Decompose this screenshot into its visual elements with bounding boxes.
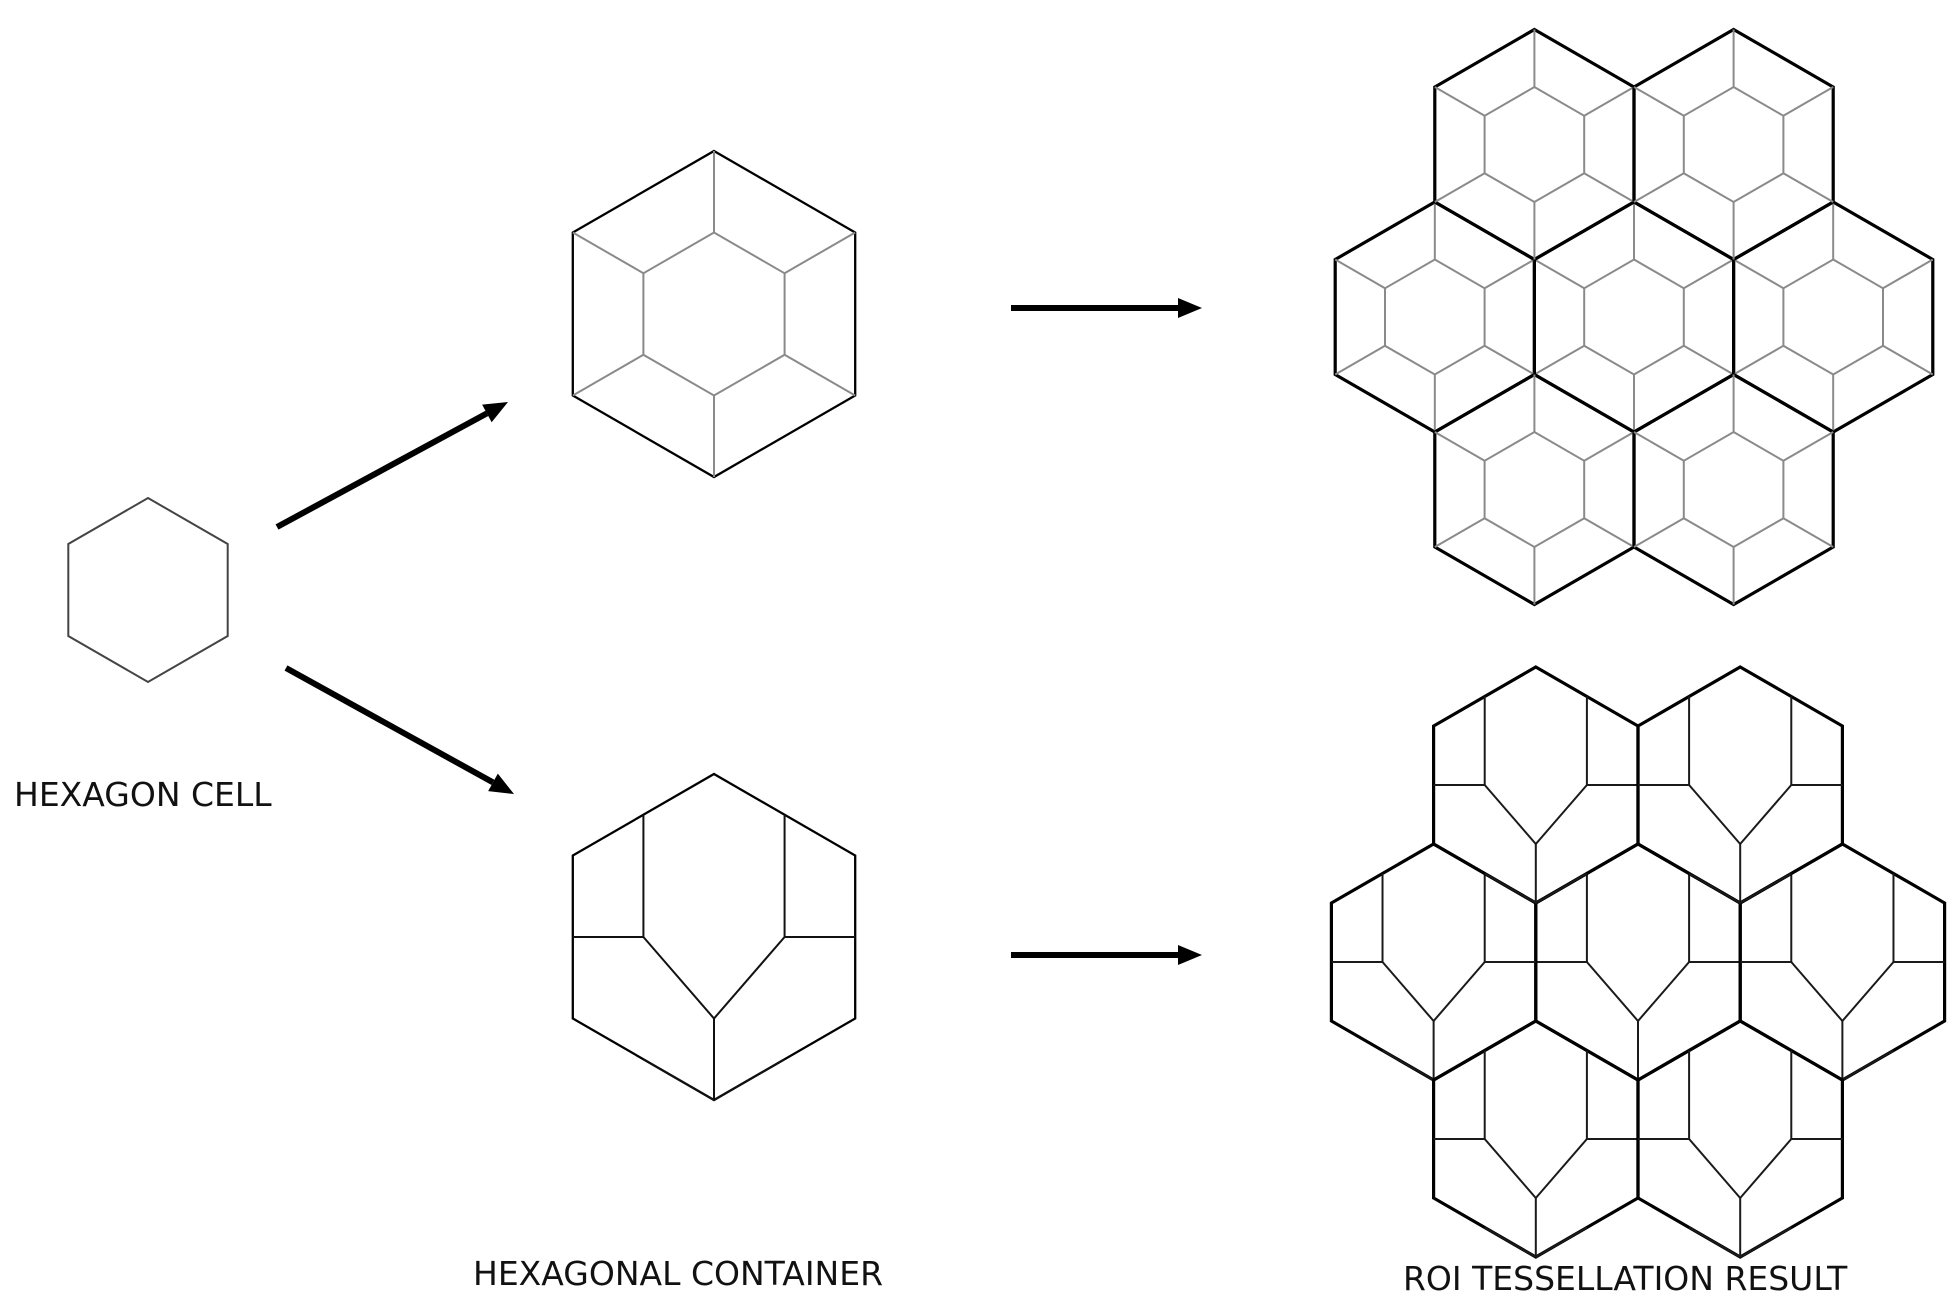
tile-divider <box>1739 872 1792 904</box>
tile-divider <box>1739 1226 1792 1258</box>
tile-spoke <box>1882 258 1934 290</box>
tile-divider <box>1790 961 1844 1022</box>
tile-divider <box>1688 784 1741 845</box>
tile-spoke <box>1782 86 1834 117</box>
tile-divider <box>1382 1049 1435 1081</box>
tile-spoke <box>1633 517 1685 548</box>
tile-divider <box>1483 784 1537 845</box>
container-top-spoke <box>572 353 644 397</box>
container-bottom-divider <box>642 1058 715 1101</box>
tile-inner <box>1583 258 1685 376</box>
container-bottom-divider <box>713 936 786 1020</box>
tile-divider <box>1535 1226 1588 1258</box>
tile-divider <box>1841 961 1895 1022</box>
tile-spoke <box>1334 258 1386 290</box>
tile-spoke <box>1583 431 1635 462</box>
hexagon-cell-outline <box>67 496 229 684</box>
tile-spoke <box>1533 344 1585 376</box>
container-bottom-divider <box>642 936 715 1020</box>
tile-divider <box>1535 872 1588 904</box>
label-hexagon-cell: HEXAGON CELL <box>14 775 272 814</box>
arrows <box>275 298 1202 965</box>
tile-divider <box>1739 1138 1793 1199</box>
tile-spoke <box>1533 258 1585 290</box>
arrow-cell-to-concentric-shaft <box>275 410 489 530</box>
tile-spoke <box>1683 258 1735 290</box>
tile-divider <box>1484 1226 1537 1258</box>
tile-inner <box>1682 85 1785 204</box>
hexagonal-container-concentric <box>571 149 857 479</box>
tile-divider <box>1688 1138 1741 1199</box>
tile-spoke <box>1484 258 1535 290</box>
container-top-inner <box>642 231 786 397</box>
arrow-cell-to-split-head <box>488 773 514 794</box>
tile-divider <box>1688 1226 1741 1258</box>
container-bottom-divider <box>713 1058 786 1101</box>
tile-divider <box>1483 1138 1537 1199</box>
tile-spoke <box>1583 172 1635 203</box>
hexagon-cell-shape <box>67 496 229 684</box>
arrow-split-to-tessellation-head <box>1178 945 1202 965</box>
tile-spoke <box>1434 86 1486 117</box>
tile-divider <box>1381 961 1435 1022</box>
arrow-cell-to-split-shaft <box>284 665 495 786</box>
tile-spoke <box>1882 344 1934 376</box>
tile-spoke <box>1633 86 1685 117</box>
tile-divider <box>1586 961 1639 1022</box>
tile-spoke <box>1633 431 1685 462</box>
label-roi-tessellation-result: ROI TESSELLATION RESULT <box>1403 1259 1848 1298</box>
tile-spoke <box>1583 86 1635 117</box>
tile-divider <box>1535 1138 1588 1199</box>
tile-divider <box>1432 961 1486 1022</box>
arrow-cell-to-concentric-head <box>482 402 508 423</box>
tile-spoke <box>1733 258 1784 290</box>
arrow-concentric-to-tessellation-head <box>1178 298 1202 318</box>
tile-spoke <box>1434 431 1486 462</box>
tile-divider <box>1739 784 1793 845</box>
roi-tessellation-split <box>1329 665 1947 1259</box>
tile-spoke <box>1782 431 1834 462</box>
roi-tessellation-concentric <box>1333 27 1935 607</box>
tile-divider <box>1688 872 1741 904</box>
tile-divider <box>1841 1049 1894 1081</box>
tile-inner <box>1483 85 1586 204</box>
tile-divider <box>1637 961 1690 1022</box>
tile-spoke <box>1334 344 1386 376</box>
tile-spoke <box>1583 517 1635 548</box>
tile-divider <box>1535 784 1588 845</box>
tile-spoke <box>1434 172 1486 203</box>
tile-inner <box>1682 430 1785 549</box>
tile-inner <box>1483 430 1586 549</box>
label-hexagonal-container: HEXAGONAL CONTAINER <box>473 1254 883 1293</box>
tile-spoke <box>1733 344 1784 376</box>
container-top-spoke <box>572 231 644 275</box>
container-top-spoke <box>784 231 856 275</box>
tile-spoke <box>1434 517 1486 548</box>
tile-inner <box>1782 258 1884 376</box>
tile-spoke <box>1633 172 1685 203</box>
tile-inner <box>1384 258 1486 376</box>
container-top-spoke <box>784 353 856 397</box>
tile-divider <box>1484 872 1537 904</box>
tile-spoke <box>1782 172 1834 203</box>
hexagonal-container-split <box>571 772 857 1102</box>
tile-spoke <box>1683 344 1735 376</box>
tile-spoke <box>1782 517 1834 548</box>
tile-spoke <box>1484 344 1535 376</box>
